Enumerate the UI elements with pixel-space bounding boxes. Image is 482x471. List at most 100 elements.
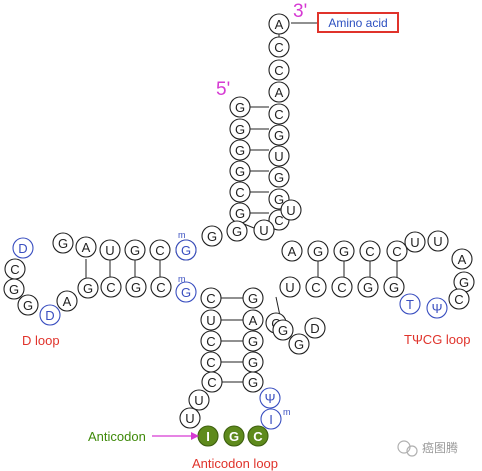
nucleotide-letter: A <box>63 294 72 309</box>
nucleotide-circle <box>124 239 146 261</box>
nucleotide-d-arm-top-2: U <box>99 239 121 261</box>
nucleotide-anticodon-codon-2: C <box>247 425 269 447</box>
modification-mark-2: m <box>283 407 291 417</box>
nucleotide-acceptor-left-4: C <box>229 181 251 203</box>
nucleotide-circle <box>333 240 355 262</box>
nucleotide-acceptor-right-3: A <box>268 81 290 103</box>
nucleotide-d-arm-bottom-5: G <box>175 281 197 303</box>
nucleotide-d-arm-bottom-0: A <box>56 290 78 312</box>
nucleotide-letter: Ψ <box>432 301 443 316</box>
nucleotide-acceptor-left-3: G <box>229 160 251 182</box>
nucleotide-letter: G <box>274 128 284 143</box>
nucleotide-letter: C <box>337 280 346 295</box>
nucleotide-anticodon-codon-0: I <box>197 425 219 447</box>
nucleotide-d-arm-bottom-1: G <box>77 277 99 299</box>
nucleotide-d-arm-top-0: G <box>52 232 74 254</box>
nucleotide-hinge-top-1: U <box>280 199 302 221</box>
nucleotide-letter: G <box>248 375 258 390</box>
nucleotide-letter: U <box>194 393 203 408</box>
nucleotide-letter: A <box>249 313 258 328</box>
nucleotide-circle <box>201 225 223 247</box>
nucleotide-circle <box>175 239 197 261</box>
nucleotide-acceptor-right-7: G <box>268 166 290 188</box>
nucleotide-circle <box>229 118 251 140</box>
nucleotide-acceptor-left-0: G <box>229 96 251 118</box>
nucleotide-letter: A <box>458 252 467 267</box>
nucleotide-letter: G <box>235 122 245 137</box>
nucleotide-circle <box>150 276 172 298</box>
nucleotide-circle <box>357 276 379 298</box>
nucleotide-circle <box>223 425 245 447</box>
nucleotide-circle <box>226 220 248 242</box>
nucleotide-circle <box>386 240 408 262</box>
nucleotide-circle <box>404 231 426 253</box>
nucleotide-letter: C <box>274 63 283 78</box>
nucleotide-t-arm-bottom-3: G <box>357 276 379 298</box>
nucleotide-letter: C <box>206 291 215 306</box>
nucleotide-circle <box>175 281 197 303</box>
nucleotide-letter: I <box>269 412 273 427</box>
nucleotide-circle <box>399 293 421 315</box>
nucleotide-circle <box>259 387 281 409</box>
nucleotide-circle <box>427 230 449 252</box>
nucleotide-letter: C <box>274 213 283 228</box>
nucleotide-circle <box>304 317 326 339</box>
nucleotide-anticodon-left-4: C <box>201 371 223 393</box>
nucleotide-letter: C <box>274 107 283 122</box>
nucleotide-anticodon-right-6: I <box>260 408 282 430</box>
nucleotide-anticodon-left-1: U <box>200 309 222 331</box>
watermark-text: 癌图腾 <box>422 440 458 455</box>
nucleotide-circle <box>280 199 302 221</box>
nucleotide-d-loop-0: D <box>12 237 34 259</box>
nucleotide-circle <box>179 407 201 429</box>
five-prime-label: 5' <box>216 79 230 100</box>
nucleotide-t-arm-bottom-0: U <box>279 276 301 298</box>
nucleotide-circle <box>279 276 301 298</box>
tpsicg-loop-label: TΨCG loop <box>404 332 471 347</box>
nucleotide-letter: G <box>58 236 68 251</box>
nucleotide-d-arm-top-6: G <box>175 239 197 261</box>
watermark: 癌图腾 <box>397 440 458 457</box>
nucleotide-letter: U <box>185 411 194 426</box>
nucleotide-circle <box>307 240 329 262</box>
hinge-connector <box>243 223 255 229</box>
anticodon-label: Anticodon <box>88 429 146 444</box>
nucleotide-letter: G <box>389 280 399 295</box>
nucleotide-letter: C <box>454 292 463 307</box>
nucleotide-letter: G <box>248 355 258 370</box>
nucleotide-letter: G <box>294 337 304 352</box>
nucleotide-t-arm-top-2: G <box>333 240 355 262</box>
nucleotide-letter: G <box>248 334 258 349</box>
nucleotide-t-loop-4: C <box>448 288 470 310</box>
nucleotide-letter: G <box>130 243 140 258</box>
nucleotide-letter: G <box>181 243 191 258</box>
nucleotide-letter: U <box>259 223 268 238</box>
nucleotide-anticodon-left-2: C <box>200 330 222 352</box>
nucleotide-anticodon-right-4: G <box>242 371 264 393</box>
nucleotide-circle <box>359 240 381 262</box>
nucleotide-circle <box>149 239 171 261</box>
nucleotide-letter: G <box>229 429 239 444</box>
nucleotide-circle <box>229 139 251 161</box>
nucleotide-circle <box>305 276 327 298</box>
nucleotide-letter: C <box>253 429 263 444</box>
nucleotide-t-loop-0: U <box>404 231 426 253</box>
nucleotide-t-loop-5: Ψ <box>426 297 448 319</box>
nucleotide-circle <box>247 425 269 447</box>
nucleotide-d-loop-2: G <box>3 278 25 300</box>
nucleotide-letter: C <box>235 185 244 200</box>
nucleotide-acceptor-left-5: G <box>229 202 251 224</box>
nucleotide-circle <box>229 181 251 203</box>
nucleotide-circle <box>201 371 223 393</box>
nucleotide-circle <box>188 389 210 411</box>
nucleotide-circle <box>39 304 61 326</box>
nucleotide-letter: C <box>365 244 374 259</box>
nucleotide-circle <box>268 36 290 58</box>
nucleotide-letter: G <box>248 291 258 306</box>
nucleotide-letter: C <box>156 280 165 295</box>
amino-acid-box <box>317 12 399 33</box>
nucleotide-circle <box>253 219 275 241</box>
nucleotide-circle <box>99 239 121 261</box>
nucleotide-t-arm-bottom-1: C <box>305 276 327 298</box>
nucleotide-letter: G <box>235 100 245 115</box>
